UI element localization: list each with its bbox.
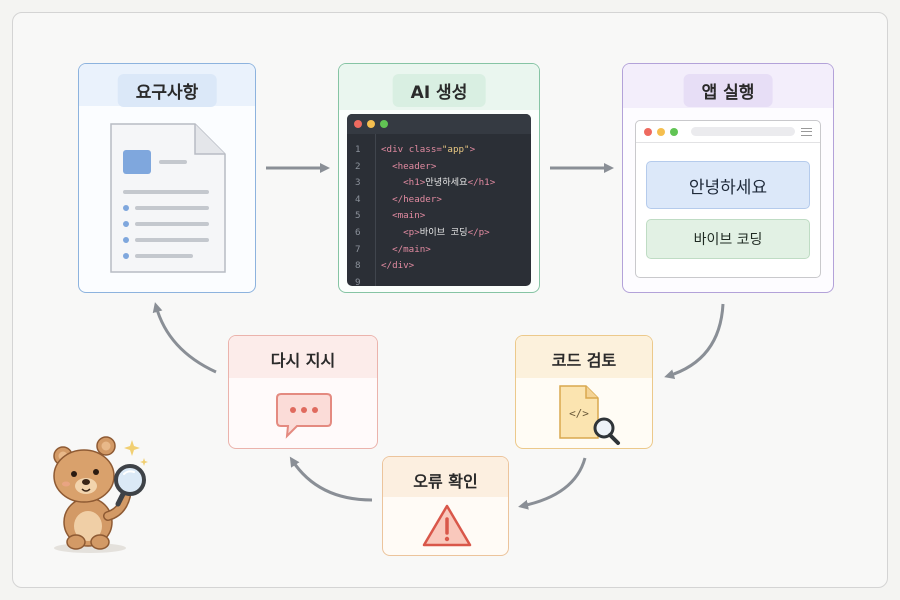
- code-file-search-icon: </>: [559, 385, 620, 445]
- step-re-instruct: 다시 지시: [228, 335, 378, 449]
- step-app-run: 앱 실행 안녕하세요 바이브 코딩: [622, 63, 834, 293]
- code-line: </header>: [392, 193, 442, 205]
- address-bar: [691, 127, 795, 136]
- arrow-review-to-error: [518, 457, 587, 510]
- line-number: 2: [355, 160, 361, 172]
- minimize-dot-icon: [657, 127, 665, 136]
- browser-window: 안녕하세요 바이브 코딩: [635, 120, 821, 278]
- step-ai-generate: AI 생성 1 <div class="app"> 2 <header> 3 <h1>…: [338, 63, 540, 293]
- step-title: 앱 실행: [683, 74, 773, 107]
- code-line: </main>: [392, 243, 431, 255]
- step-title: 코드 검토: [551, 351, 617, 370]
- step-header: [383, 457, 508, 497]
- warning-icon: [422, 504, 472, 547]
- browser-titlebar: [636, 121, 820, 143]
- close-dot-icon: [354, 120, 362, 128]
- line-number: 1: [355, 144, 361, 155]
- line-number: 4: [355, 193, 361, 205]
- step-header: [516, 336, 652, 378]
- arrow-run-to-review: [664, 303, 725, 380]
- menu-icon: [801, 128, 812, 136]
- document-icon: [110, 123, 226, 273]
- code-line: <div class="app">: [381, 144, 476, 155]
- code-line: <main>: [392, 210, 426, 222]
- line-number: 6: [355, 227, 361, 238]
- editor-gutter: [375, 134, 376, 286]
- app-heading: 안녕하세요: [646, 161, 810, 209]
- line-number: 5: [355, 210, 361, 222]
- step-title: AI 생성: [392, 74, 486, 107]
- editor-titlebar: [347, 114, 531, 134]
- arrow-error-to-retry: [289, 456, 373, 502]
- step-requirements: 요구사항: [78, 63, 256, 293]
- code-line: <header>: [392, 160, 437, 172]
- minimize-dot-icon: [367, 120, 375, 128]
- step-title: 요구사항: [117, 74, 217, 107]
- bear-mascot-with-magnifier-icon: [53, 436, 148, 553]
- line-number: 8: [355, 260, 361, 272]
- code-editor: 1 <div class="app"> 2 <header> 3 <h1>안녕하세요<…: [347, 114, 531, 286]
- step-header: [229, 336, 377, 378]
- svg-text:</>: </>: [569, 407, 589, 420]
- line-number: 7: [355, 243, 361, 255]
- step-title: 오류 확인: [413, 472, 478, 491]
- maximize-dot-icon: [670, 127, 678, 136]
- step-title: 다시 지시: [270, 351, 336, 370]
- code-line: <h1>안녕하세요</h1>: [403, 177, 496, 189]
- maximize-dot-icon: [380, 120, 388, 128]
- chat-bubble-icon: [276, 393, 332, 439]
- close-dot-icon: [644, 127, 652, 136]
- app-text: 바이브 코딩: [646, 219, 810, 259]
- line-number: 3: [355, 177, 361, 189]
- line-number: 9: [355, 276, 361, 286]
- step-error-check: 오류 확인: [382, 456, 509, 556]
- code-line: <p>바이브 코딩</p>: [403, 227, 490, 238]
- step-code-review: 코드 검토 </>: [515, 335, 653, 449]
- code-line: </div>: [381, 260, 415, 272]
- arrow-retry-to-req: [152, 302, 217, 374]
